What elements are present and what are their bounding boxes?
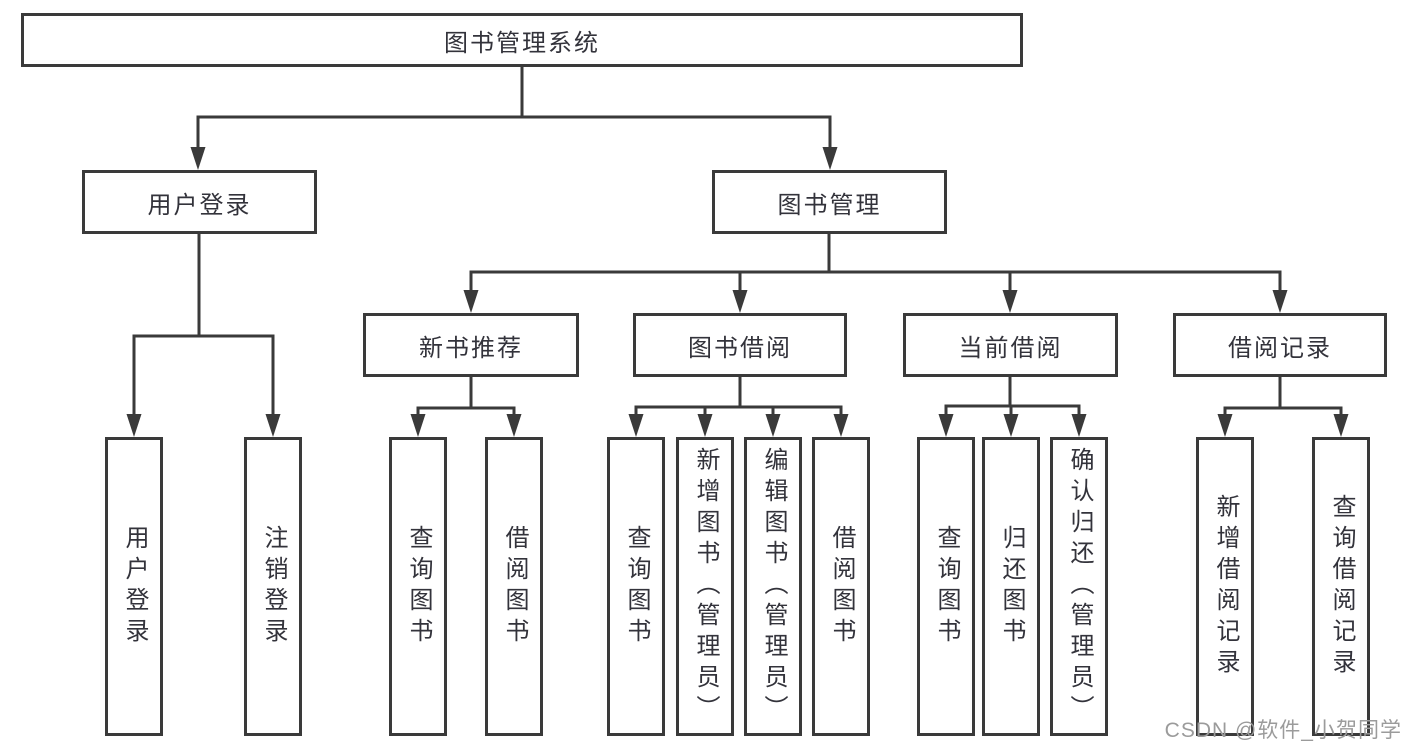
leaf-return-book: 归还图书	[982, 437, 1040, 736]
leaf-query-book-borrow: 查询图书	[607, 437, 665, 736]
node-root-label: 图书管理系统	[444, 29, 600, 57]
node-book-management-label: 图书管理	[777, 191, 882, 219]
leaf-query-book-borrow-label: 查询图书	[623, 524, 650, 649]
node-borrow-record: 借阅记录	[1173, 313, 1387, 377]
node-user-login-label: 用户登录	[147, 191, 252, 219]
arrowheads	[126, 115, 1349, 437]
leaf-query-book-current-label: 查询图书	[933, 524, 960, 649]
leaf-add-borrow-record-label: 新增借阅记录	[1212, 493, 1239, 680]
leaf-borrow-book-borrow-label: 借阅图书	[828, 524, 855, 649]
leaf-query-book-newbook-label: 查询图书	[405, 524, 432, 649]
node-new-book-recommend: 新书推荐	[363, 313, 579, 377]
leaf-return-book-label: 归还图书	[998, 524, 1025, 649]
node-user-login: 用户登录	[82, 170, 317, 234]
leaf-edit-book-admin-label: 编辑图书（管理员）	[760, 447, 787, 726]
node-root: 图书管理系统	[21, 13, 1023, 67]
leaf-borrow-book-borrow: 借阅图书	[812, 437, 870, 736]
leaf-query-borrow-record: 查询借阅记录	[1312, 437, 1370, 736]
node-current-borrow-label: 当前借阅	[958, 334, 1063, 362]
node-borrow-record-label: 借阅记录	[1228, 334, 1332, 362]
leaf-add-book-admin-label: 新增图书（管理员）	[692, 447, 719, 726]
leaf-add-book-admin: 新增图书（管理员）	[676, 437, 734, 736]
leaf-borrow-book-newbook-label: 借阅图书	[501, 524, 528, 649]
leaf-query-book-newbook: 查询图书	[389, 437, 447, 736]
node-book-borrow-label: 图书借阅	[688, 334, 792, 362]
leaf-user-login-label: 用户登录	[121, 524, 148, 649]
leaf-borrow-book-newbook: 借阅图书	[485, 437, 543, 736]
node-new-book-recommend-label: 新书推荐	[419, 334, 523, 362]
leaf-query-borrow-record-label: 查询借阅记录	[1328, 493, 1355, 680]
csdn-watermark: CSDN @软件_小贺同学	[1164, 719, 1402, 742]
leaf-query-book-current: 查询图书	[917, 437, 975, 736]
node-current-borrow: 当前借阅	[903, 313, 1118, 377]
tree-branch-lines	[132, 64, 1343, 410]
node-book-management: 图书管理	[712, 170, 947, 234]
leaf-edit-book-admin: 编辑图书（管理员）	[744, 437, 802, 736]
leaf-user-login: 用户登录	[105, 437, 163, 736]
leaf-confirm-return-admin: 确认归还（管理员）	[1050, 437, 1108, 736]
leaf-logout-label: 注销登录	[260, 524, 287, 649]
leaf-add-borrow-record: 新增借阅记录	[1196, 437, 1254, 736]
node-book-borrow: 图书借阅	[633, 313, 847, 377]
leaf-confirm-return-admin-label: 确认归还（管理员）	[1066, 447, 1093, 726]
leaf-logout: 注销登录	[244, 437, 302, 736]
